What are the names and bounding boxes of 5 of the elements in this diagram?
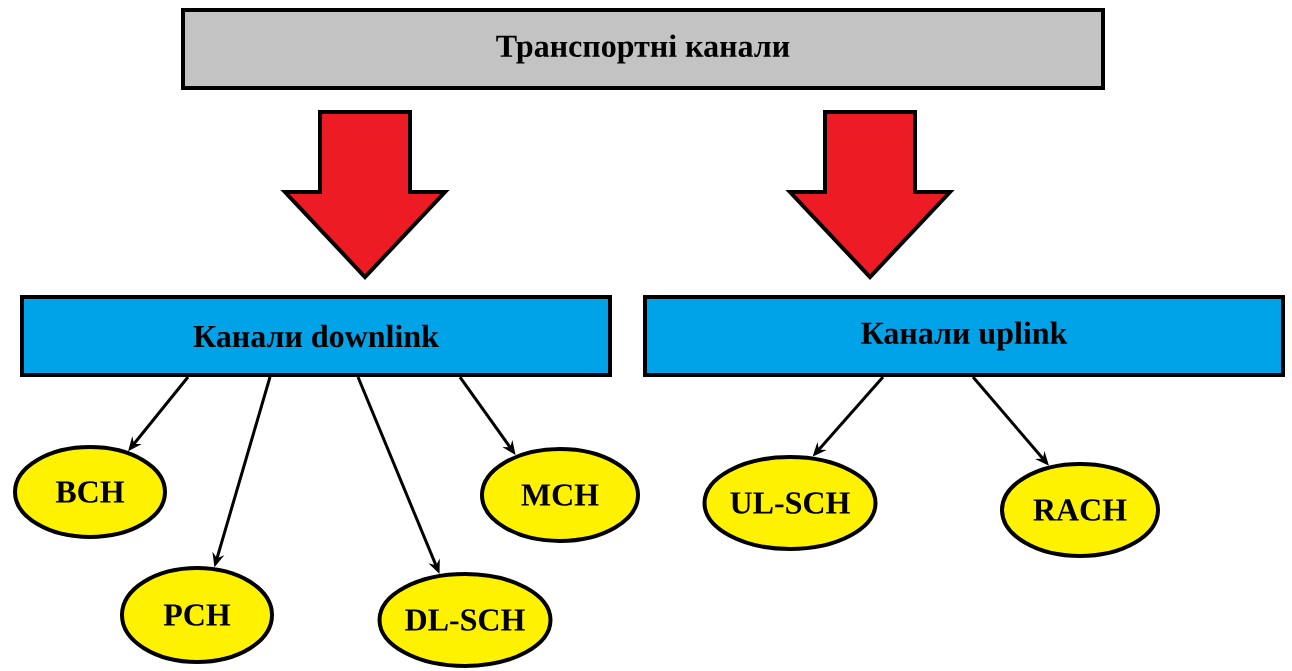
channel-box: Канали uplink [643,295,1285,377]
block-arrow [280,110,450,280]
channel-box: Транспортні канали [181,8,1105,90]
block-arrow [785,110,955,280]
channel-box: Канали downlink [20,295,612,377]
